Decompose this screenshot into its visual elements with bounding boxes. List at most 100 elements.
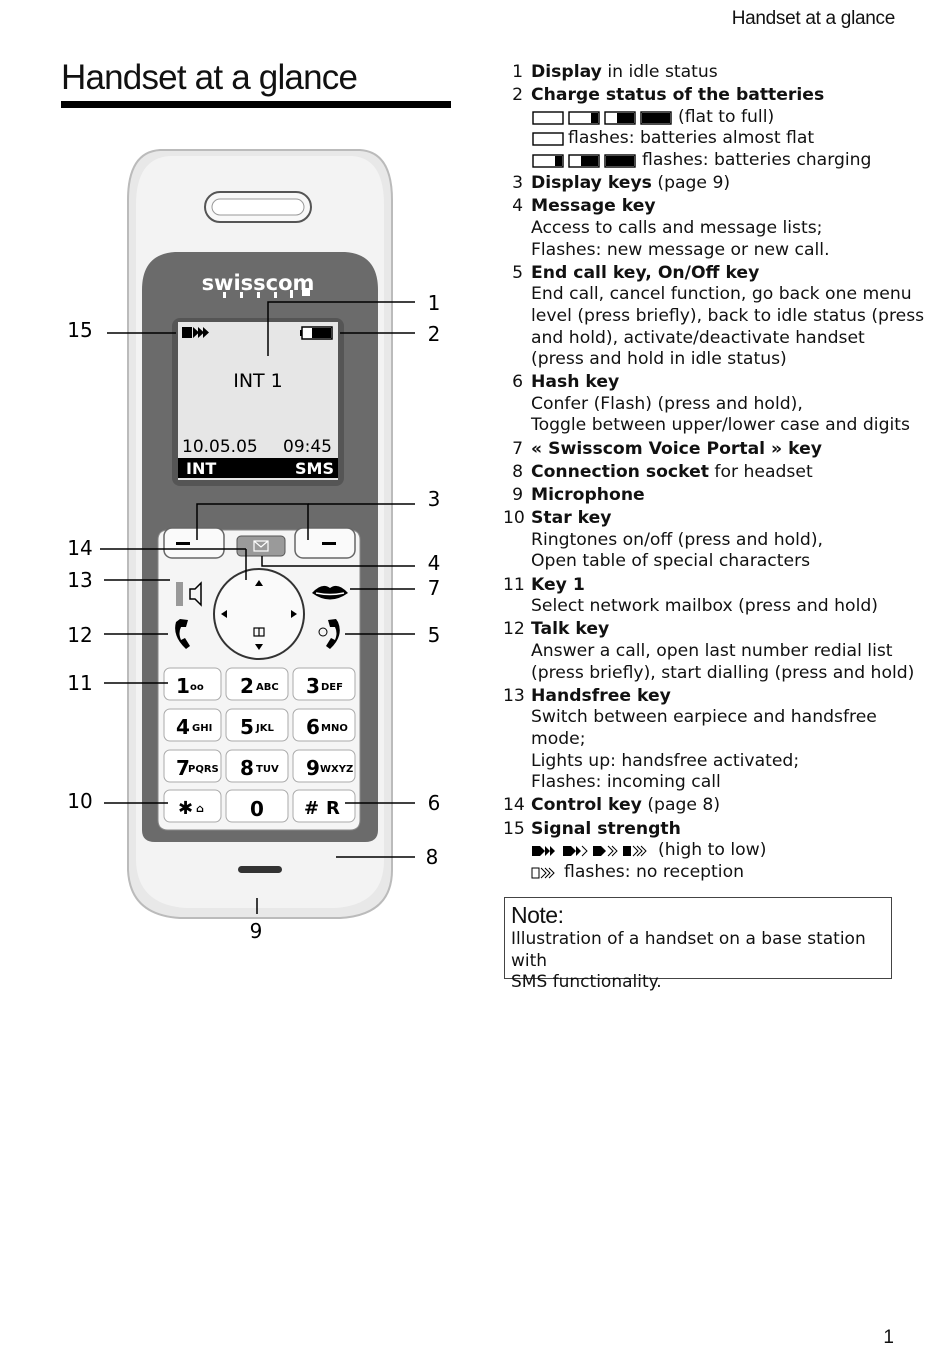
callout-10: 10 (67, 789, 92, 813)
softkey-label-right: SMS (295, 459, 334, 478)
legend-term: End call key, On/Off key (531, 262, 760, 283)
legend-detail: and hold), activate/deactivate handset (531, 327, 865, 348)
legend-term: Message key (531, 196, 656, 217)
legend-suffix: in idle status (601, 62, 718, 82)
battery-empty-icon (532, 132, 564, 147)
legend-detail: (press and hold in idle status) (531, 349, 787, 370)
legend-detail: flashes: batteries charging (642, 149, 872, 170)
talk-key-icon (175, 619, 190, 649)
callout-14: 14 (67, 536, 92, 560)
legend-term: Charge status of the batteries (531, 85, 825, 106)
legend-term: Signal strength (531, 818, 681, 839)
voice-portal-icon (312, 585, 348, 600)
microphone (238, 866, 282, 873)
callout-1: 1 (428, 291, 441, 315)
legend-term: Connection socket (531, 461, 709, 482)
callout-13: 13 (67, 568, 92, 592)
callout-15: 15 (67, 318, 92, 342)
display-time: 09:45 (283, 437, 332, 457)
legend-detail: Access to calls and message lists; (531, 217, 823, 238)
legend-number: 6 (512, 372, 523, 393)
legend-detail: Confer (Flash) (press and hold), (531, 393, 803, 414)
legend-term: Talk key (531, 619, 610, 640)
legend-number: 9 (512, 485, 523, 506)
legend-item: 2 Charge status of the batteries (flat t… (503, 85, 923, 171)
legend-detail: (flat to full) (678, 106, 775, 127)
envelope-icon (253, 540, 269, 552)
legend-number: 4 (512, 196, 523, 217)
callout-4: 4 (428, 551, 441, 575)
phonebook-icon (253, 627, 265, 637)
key-6-sub: MNO (321, 723, 348, 734)
legend-detail: Switch between earpiece and handsfree (531, 707, 877, 728)
legend-number: 11 (503, 574, 525, 595)
key-9-sub: WXYZ (320, 764, 353, 775)
legend-term: Star key (531, 508, 612, 529)
note-text-line: SMS functionality. (511, 972, 662, 992)
legend-detail: level (press briefly), back to idle stat… (531, 305, 925, 326)
key-8-sub: TUV (256, 764, 279, 775)
legend-number: 10 (503, 508, 525, 529)
key-1: 1 (176, 674, 190, 698)
page-title: Handset at a glance (61, 58, 358, 97)
callout-8: 8 (426, 845, 439, 869)
key-4: 4 (176, 715, 190, 739)
control-key (213, 568, 305, 660)
legend-item: 3 Display keys (page 9) (503, 173, 923, 195)
no-signal-icon (531, 867, 555, 879)
legend-detail: Toggle between upper/lower case and digi… (531, 415, 910, 436)
key-star: ✱ (178, 798, 193, 819)
key-7-sub: PQRS (188, 764, 219, 775)
callout-9: 9 (250, 919, 263, 943)
battery-levels-icon (532, 111, 672, 125)
signal-levels-icon (532, 845, 647, 857)
legend-detail: Open table of special characters (531, 551, 811, 572)
legend-item: 15 Signal strength (high to low) flashes… (503, 819, 923, 884)
legend-term: Hash key (531, 372, 620, 393)
legend-item: 13 Handsfree key Switch between earpiece… (503, 686, 923, 794)
key-6: 6 (306, 715, 320, 739)
legend-detail: Flashes: incoming call (531, 772, 721, 793)
handset-illustration: swisscom INT 1 10.05.05 09:45 INT SMS (67, 149, 441, 943)
legend-detail: mode; (531, 728, 586, 749)
legend-item: 9 Microphone (503, 485, 923, 507)
display-date: 10.05.05 (182, 437, 258, 457)
note-box: Note: Illustration of a handset on a bas… (504, 897, 892, 992)
key-5-sub: JKL (255, 723, 274, 734)
callout-3: 3 (428, 487, 441, 511)
legend-item: 8 Connection socket for headset (503, 462, 923, 484)
legend-detail: (press briefly), start dialling (press a… (531, 662, 915, 683)
brand-logo: swisscom (202, 271, 315, 295)
legend-term: Display keys (531, 173, 652, 194)
key-star-sub: ⌂ (196, 802, 204, 815)
key-hash: # (304, 798, 319, 819)
callout-11: 11 (67, 671, 92, 695)
legend-suffix: (page 8) (641, 795, 721, 816)
legend-number: 2 (512, 85, 523, 106)
legend-detail: Flashes: new message or new call. (531, 239, 830, 260)
legend-item: 14 Control key (page 8) (503, 795, 923, 817)
legend-detail: Ringtones on/off (press and hold), (531, 529, 823, 550)
legend-number: 5 (512, 262, 523, 283)
legend-term: Key 1 (531, 574, 585, 595)
key-7: 7 (176, 756, 190, 780)
display-text: INT 1 (233, 370, 283, 392)
legend-term: Display (531, 62, 602, 82)
display-key-left (163, 527, 225, 559)
legend-number: 7 (512, 438, 523, 459)
legend-detail: End call, cancel function, go back one m… (531, 284, 912, 305)
legend-detail: Select network mailbox (press and hold) (531, 596, 878, 617)
legend-term: Microphone (531, 485, 645, 506)
legend-suffix: (page 9) (651, 173, 731, 194)
battery-icon (300, 326, 333, 340)
softkey-label-left: INT (186, 459, 216, 478)
key-3: 3 (306, 674, 320, 698)
legend-number: 15 (503, 818, 525, 839)
callout-5: 5 (428, 623, 441, 647)
legend-item: 10 Star key Ringtones on/off (press and … (503, 508, 923, 573)
legend-detail: Answer a call, open last number redial l… (531, 640, 893, 661)
key-hash-sub: R (326, 798, 340, 819)
legend-term: « Swisscom Voice Portal » key (531, 438, 822, 459)
legend-item: 11 Key 1 Select network mailbox (press a… (503, 575, 923, 618)
key-3-sub: DEF (321, 682, 343, 693)
